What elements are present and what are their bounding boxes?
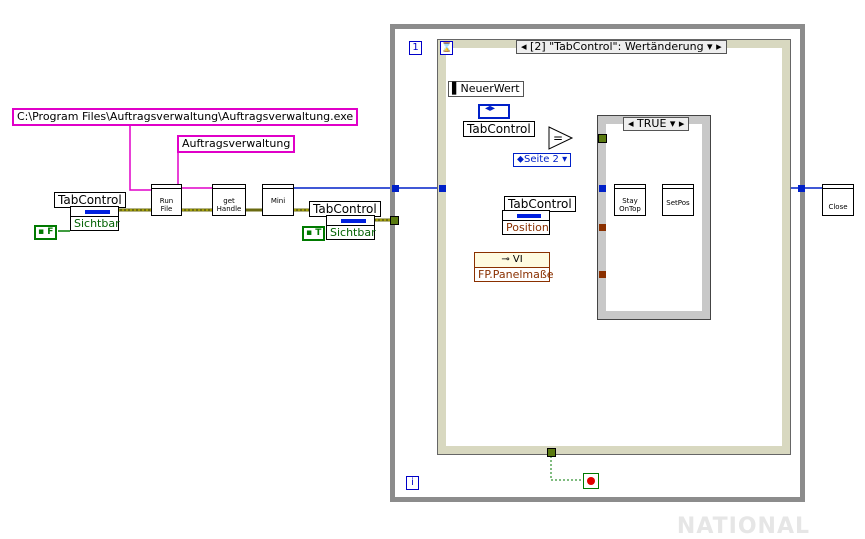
bool-true-text: T [315, 228, 322, 238]
mini-vi[interactable]: Mini [262, 184, 294, 216]
property-item-position: Position [503, 221, 549, 234]
prop-node-position-label: TabControl [504, 196, 576, 212]
prop-node-1-label: TabControl [54, 192, 126, 208]
run-file-vi[interactable]: Run File [151, 184, 182, 216]
setpos-vi[interactable]: SetPos [662, 184, 694, 216]
watermark: NATIONAL [676, 514, 810, 539]
path-constant[interactable]: C:\Program Files\Auftragsverwaltung\Auft… [12, 108, 359, 126]
tabcontrol-ref-label: TabControl [463, 121, 535, 137]
case-selector-terminal [598, 134, 607, 143]
event-selector-text: [2] "TabControl": Wertänderung [530, 40, 704, 53]
seite-enum-text: Seite 2 [524, 154, 559, 165]
svg-text:=: = [553, 131, 563, 145]
vi-ref-item-panelmasse: FP.Panelmaße [475, 268, 554, 281]
new-value-text: NeuerWert [460, 82, 520, 95]
event-index: 1 [409, 41, 422, 55]
vi-server-ref[interactable]: ⊸ VI FP.Panelmaße [474, 252, 554, 282]
vi-ref-header: ⊸ VI [475, 253, 549, 268]
iteration-terminal: i [406, 476, 419, 490]
loop-stop-terminal[interactable] [583, 473, 599, 489]
event-green-tunnel [547, 448, 556, 457]
event-tunnel [439, 185, 446, 192]
property-node-position[interactable]: Position [502, 210, 550, 235]
window-name-constant[interactable]: Auftragsverwaltung [177, 135, 296, 153]
vi-ref-label: VI [512, 254, 523, 265]
property-node-header [327, 216, 374, 226]
equal-function[interactable]: = [548, 126, 574, 150]
loop-tunnel-left [392, 185, 399, 192]
while-loop[interactable] [390, 24, 805, 502]
get-handle-vi[interactable]: get Handle [212, 184, 246, 216]
property-item-sichtbar: Sichtbar [71, 217, 120, 230]
close-vi[interactable]: Close [822, 184, 854, 216]
property-node-1[interactable]: Sichtbar [70, 206, 120, 231]
property-item-sichtbar: Sichtbar [327, 226, 376, 239]
loop-tunnel-right [798, 185, 805, 192]
property-node-header [503, 211, 549, 221]
bool-false-text: F [47, 227, 54, 237]
property-node-header [71, 207, 118, 217]
bool-true-constant[interactable]: ▪ T [302, 226, 326, 241]
case-selector[interactable]: ◂ TRUE ▾ ▸ [623, 117, 690, 131]
case-tunnel-position [599, 224, 606, 231]
case-tunnel-blue [599, 185, 606, 192]
case-structure[interactable] [597, 115, 711, 320]
new-value-label: ▌NeuerWert [448, 81, 524, 97]
stay-on-top-vi[interactable]: Stay OnTop [614, 184, 646, 216]
loop-shift-tunnel [390, 216, 399, 225]
case-tunnel-panelmasse [599, 271, 606, 278]
bool-false-constant[interactable]: ▪ F [34, 225, 58, 240]
case-selector-text: TRUE [637, 117, 667, 130]
seite-enum-constant[interactable]: ⬥Seite 2 ▾ [513, 153, 572, 167]
tabcontrol-ref-icon[interactable] [478, 103, 510, 119]
event-selector[interactable]: ◂ [2] "TabControl": Wertänderung ▾ ▸ [516, 40, 727, 54]
event-timeout-icon: ⌛ [440, 41, 453, 55]
property-node-2[interactable]: Sichtbar [326, 215, 376, 240]
